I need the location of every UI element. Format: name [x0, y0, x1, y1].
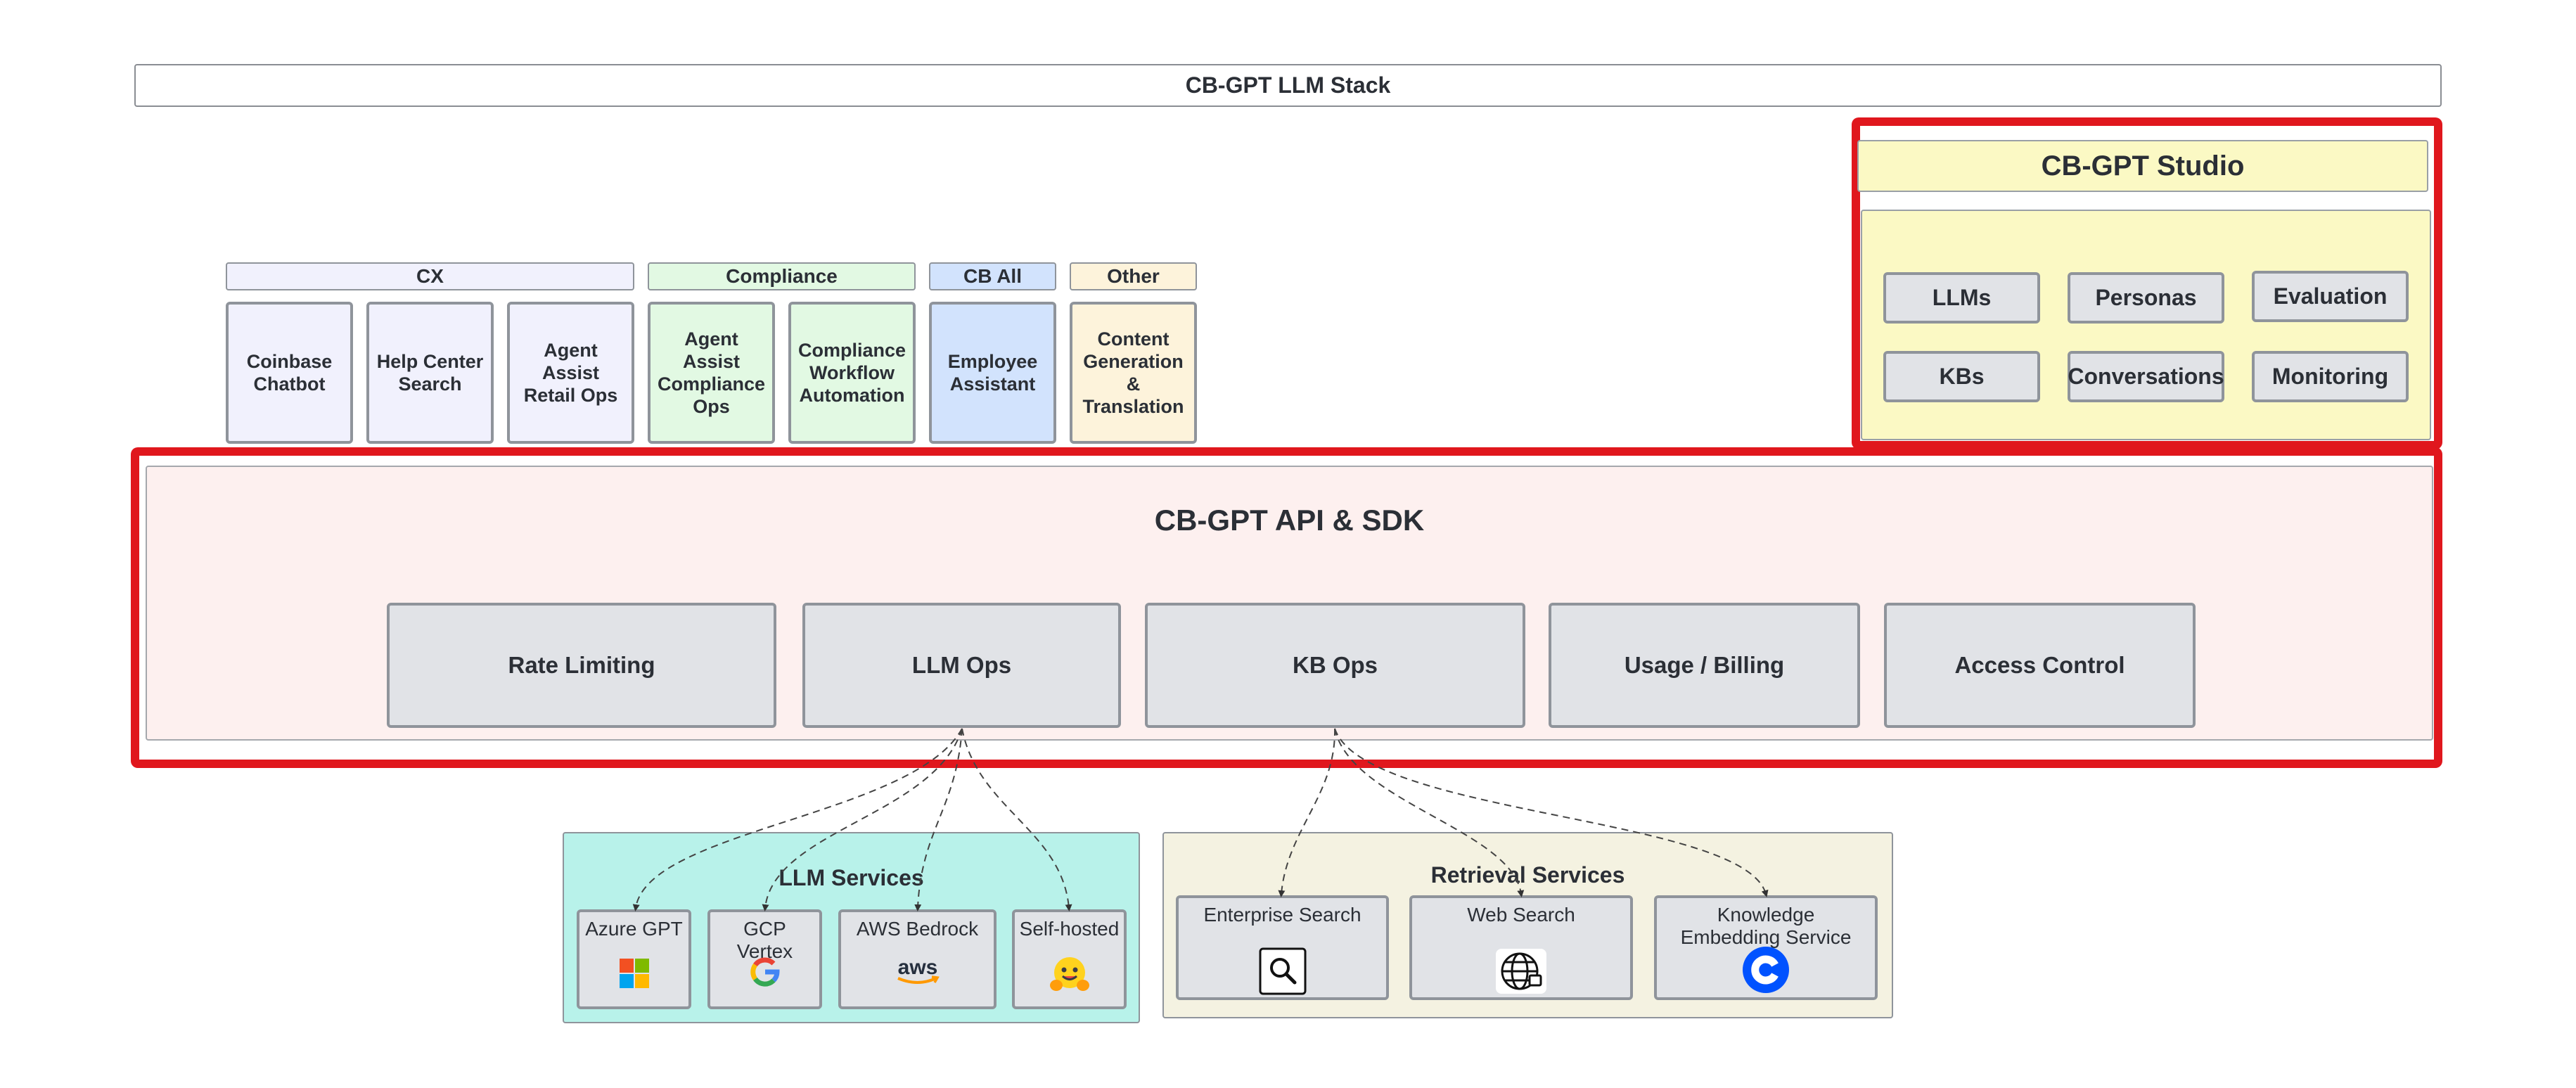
arrow-kbops-web-search [1334, 728, 1525, 897]
retrieval-services-title: Retrieval Services [1430, 862, 1625, 888]
service-aws-bedrock[interactable]: AWS Bedrock aws [838, 909, 997, 1009]
aws-logo-icon: aws [897, 956, 940, 984]
category-other: Other [1070, 262, 1197, 290]
arrow-llmops-aws [914, 728, 963, 911]
service-gcp-vertex[interactable]: GCP Vertex [707, 909, 822, 1009]
access-control-box[interactable]: Access Control [1884, 603, 2196, 728]
service-label: Self-hosted [1019, 918, 1120, 940]
category-compliance: Compliance [648, 262, 916, 290]
app-employee-assistant[interactable]: Employee Assistant [929, 302, 1056, 444]
service-knowledge-embedding[interactable]: Knowledge Embedding Service [1654, 895, 1878, 1000]
api-highlight-frame [131, 447, 2442, 768]
service-web-search[interactable]: Web Search [1409, 895, 1633, 1000]
service-self-hosted[interactable]: Self-hosted [1012, 909, 1127, 1009]
aws-logo-text: aws [897, 956, 937, 979]
studio-personas-button[interactable]: Personas [2068, 272, 2224, 324]
kb-ops-box[interactable]: KB Ops [1145, 603, 1525, 728]
coinbase-logo-icon [1743, 947, 1789, 993]
app-compliance-workflow-automation[interactable]: Compliance Workflow Automation [788, 302, 916, 444]
arrow-llmops-selfhosted [961, 728, 1072, 911]
service-label: Azure GPT [585, 918, 683, 940]
service-label: Web Search [1467, 904, 1575, 926]
service-label: Enterprise Search [1203, 904, 1361, 926]
arrow-kbops-knowledge-embedding [1334, 728, 1769, 897]
studio-monitoring-button[interactable]: Monitoring [2252, 351, 2409, 402]
service-enterprise-search[interactable]: Enterprise Search [1176, 895, 1389, 1000]
arrow-llmops-gcp [762, 728, 963, 911]
arrow-kbops-enterprise-search [1278, 728, 1336, 897]
studio-conversations-button[interactable]: Conversations [2068, 351, 2224, 402]
hugging-face-icon [1049, 957, 1089, 991]
app-coinbase-chatbot[interactable]: Coinbase Chatbot [226, 302, 353, 444]
service-label: Knowledge Embedding Service [1680, 904, 1852, 948]
llm-services-title: LLM Services [778, 864, 924, 890]
app-agent-assist-compliance-ops[interactable]: Agent Assist Compliance Ops [648, 302, 775, 444]
app-content-generation-translation[interactable]: Content Generation & Translation [1070, 302, 1197, 444]
rate-limiting-box[interactable]: Rate Limiting [387, 603, 776, 728]
studio-llms-button[interactable]: LLMs [1883, 272, 2040, 324]
service-azure-gpt[interactable]: Azure GPT [577, 909, 691, 1009]
app-help-center-search[interactable]: Help Center Search [366, 302, 494, 444]
globe-icon [1496, 949, 1546, 994]
usage-billing-box[interactable]: Usage / Billing [1549, 603, 1860, 728]
category-cx: CX [226, 262, 634, 290]
llm-ops-box[interactable]: LLM Ops [802, 603, 1121, 728]
studio-kbs-button[interactable]: KBs [1883, 351, 2040, 402]
studio-title: CB-GPT Studio [1857, 140, 2428, 192]
stack-title: CB-GPT LLM Stack [134, 64, 2442, 107]
arrow-llmops-azure [632, 728, 963, 911]
api-title: CB-GPT API & SDK [1154, 504, 1425, 537]
category-cb-all: CB All [929, 262, 1056, 290]
studio-evaluation-button[interactable]: Evaluation [2252, 271, 2409, 322]
google-logo-icon [750, 957, 780, 987]
service-label: AWS Bedrock [856, 918, 979, 940]
search-icon [1259, 947, 1306, 995]
app-agent-assist-retail-ops[interactable]: Agent Assist Retail Ops [507, 302, 634, 444]
microsoft-logo-icon [619, 959, 649, 988]
